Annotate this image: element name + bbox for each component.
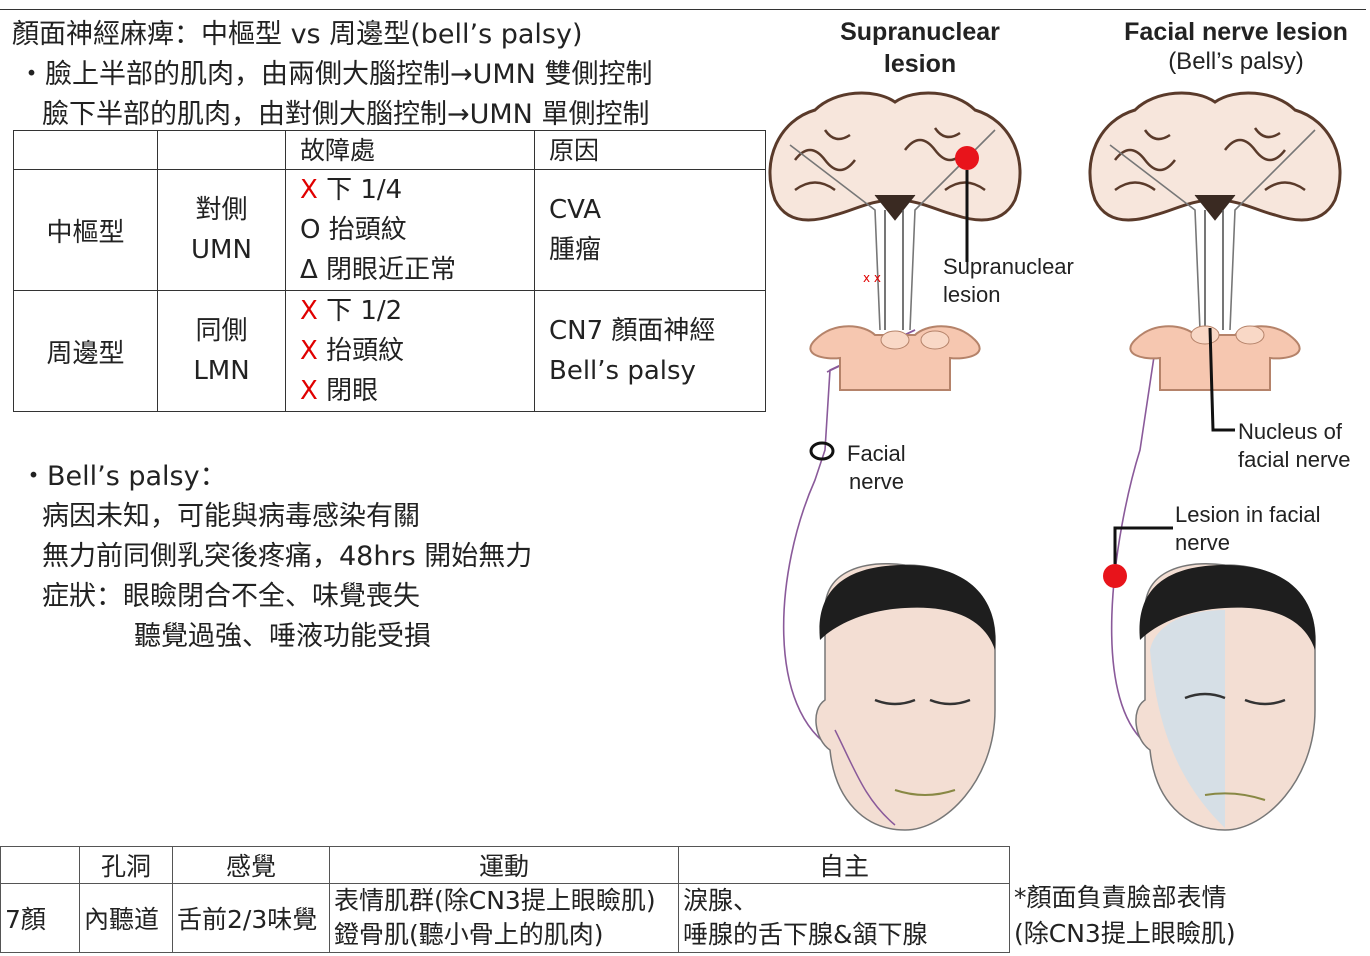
facial-note: *顏面負責臉部表情 (除CN3提上眼瞼肌) — [1014, 880, 1236, 952]
findings-cell: X 下 1/4 O 抬頭紋 Δ 閉眼近正常 — [285, 169, 535, 291]
bells-line-4: 聽覺過強、唾液功能受損 — [134, 621, 431, 652]
cn-header-cell — [0, 846, 80, 884]
label-lesion-1: Lesion in facial — [1175, 502, 1321, 527]
label-nucleus-1: Nucleus of — [1238, 419, 1342, 444]
bells-heading: ・Bell’s palsy： — [20, 461, 227, 492]
finding-text: 抬頭紋 — [320, 215, 407, 245]
cn-header-foramen: 孔洞 — [79, 846, 173, 884]
side-label: 對側 — [195, 195, 248, 225]
type-central: 中樞型 — [13, 169, 158, 291]
table-row-peripheral: 周邊型 同側 LMN X 下 1/2 X 抬頭紋 X 閉眼 CN7 顏面神經 B… — [13, 290, 766, 412]
side-cell: 同側 LMN — [157, 290, 286, 412]
finding-mark: X — [300, 376, 318, 406]
cn-header-motor: 運動 — [329, 846, 679, 884]
bullet-upper-face: ・臉上半部的肌肉，由兩側大腦控制→UMN 雙側控制 — [18, 59, 653, 90]
facial-palsy-illustration: Supranuclear lesion Facial nerve lesion … — [755, 10, 1367, 846]
finding-text: 抬頭紋 — [317, 336, 405, 366]
note-line-1: *顏面負責臉部表情 — [1014, 883, 1227, 912]
fig-left-title-1: Supranuclear — [840, 18, 1000, 46]
cn-autonomic-line: 淚腺、 — [683, 886, 759, 915]
header-cause: 原因 — [534, 130, 766, 170]
finding-line: O 抬頭紋 — [300, 210, 534, 250]
cn-name: 7顏 — [0, 883, 80, 953]
bells-line-2: 無力前同側乳突後疼痛，48hrs 開始無力 — [42, 541, 533, 572]
cause-cell: CVA 腫瘤 — [534, 169, 766, 291]
facial-nerve-marker — [809, 441, 835, 461]
facial-nerve-lesion-dot — [1103, 564, 1127, 588]
neuron-label: UMN — [191, 235, 252, 265]
bells-line-1: 病因未知，可能與病毒感染有關 — [42, 501, 420, 532]
finding-mark: Δ — [300, 255, 318, 285]
finding-line: X 抬頭紋 — [300, 331, 534, 371]
cause-line: Bell’s palsy — [549, 356, 696, 386]
right-face — [1135, 563, 1316, 831]
page-title: 顏面神經麻痺：中樞型 vs 周邊型(bell’s palsy) — [12, 19, 583, 50]
header-fault-site: 故障處 — [285, 130, 535, 170]
bells-line-3: 症狀：眼瞼閉合不全、味覺喪失 — [42, 581, 420, 612]
label-supranuclear-1: Supranuclear — [943, 254, 1074, 279]
type-peripheral: 周邊型 — [13, 290, 158, 412]
findings-cell: X 下 1/2 X 抬頭紋 X 閉眼 — [285, 290, 535, 412]
cause-line: CN7 顏面神經 — [549, 316, 716, 346]
side-label: 同側 — [195, 316, 248, 346]
table-row-central: 中樞型 對側 UMN X 下 1/4 O 抬頭紋 Δ 閉眼近正常 CVA 腫瘤 — [13, 169, 766, 291]
cn-header-autonomic: 自主 — [678, 846, 1010, 884]
finding-line: X 下 1/2 — [300, 291, 534, 331]
fig-left-title-2: lesion — [883, 50, 957, 78]
finding-mark: X — [300, 175, 318, 205]
x-mark-icon: x x — [863, 271, 881, 285]
header-cell — [157, 130, 286, 170]
finding-text: 閉眼 — [317, 376, 379, 406]
label-facial-nerve-2: nerve — [849, 469, 905, 494]
cn-row-facial: 7顏 內聽道 舌前2/3味覺 表情肌群(除CN3提上眼瞼肌) 鐙骨肌(聽小骨上的… — [0, 883, 1010, 953]
fig-right-subtitle: (Bell’s palsy) — [1168, 48, 1304, 75]
cranial-nerve-table: 孔洞 感覺 運動 自主 7顏 內聽道 舌前2/3味覺 表情肌群(除CN3提上眼瞼… — [0, 846, 1010, 953]
finding-mark: O — [300, 215, 321, 245]
fig-right-title: Facial nerve lesion — [1124, 18, 1348, 46]
cn-header-row: 孔洞 感覺 運動 自主 — [0, 846, 1010, 884]
supranuclear-lesion-dot — [955, 146, 979, 170]
cn-header-sensory: 感覺 — [172, 846, 330, 884]
cause-cell: CN7 顏面神經 Bell’s palsy — [534, 290, 766, 412]
label-supranuclear-2: lesion — [943, 282, 1001, 307]
finding-mark: X — [300, 336, 318, 366]
cn-motor-line: 表情肌群(除CN3提上眼瞼肌) — [334, 886, 656, 915]
left-brain — [768, 91, 1022, 222]
cn-autonomic-line: 唾腺的舌下腺&頷下腺 — [683, 920, 928, 949]
left-brainstem — [809, 325, 981, 391]
cause-line: 腫瘤 — [549, 235, 602, 265]
cn-motor-line: 鐙骨肌(聽小骨上的肌肉) — [334, 920, 604, 949]
note-line-2: (除CN3提上眼瞼肌) — [1014, 919, 1236, 948]
top-rule — [0, 9, 1366, 10]
right-brainstem — [1129, 325, 1301, 391]
right-pathways — [1109, 129, 1316, 751]
side-cell: 對側 UMN — [157, 169, 286, 291]
finding-text: 下 1/2 — [317, 296, 403, 326]
palsy-comparison-table: 故障處 原因 中樞型 對側 UMN X 下 1/4 O 抬頭紋 Δ 閉眼近正常 … — [13, 130, 766, 412]
finding-mark: X — [300, 296, 318, 326]
finding-text: 閉眼近正常 — [317, 255, 457, 285]
lesion-pointer — [1113, 526, 1173, 564]
cn-sensory: 舌前2/3味覺 — [172, 883, 330, 953]
cn-motor: 表情肌群(除CN3提上眼瞼肌) 鐙骨肌(聽小骨上的肌肉) — [329, 883, 679, 953]
neuron-label: LMN — [193, 356, 250, 386]
finding-line: X 下 1/4 — [300, 170, 534, 210]
cn-autonomic: 淚腺、 唾腺的舌下腺&頷下腺 — [678, 883, 1010, 953]
nucleus-pointer — [1208, 327, 1235, 432]
illustration-svg: x x — [768, 91, 1342, 831]
cn-foramen: 內聽道 — [79, 883, 173, 953]
label-lesion-2: nerve — [1175, 530, 1231, 555]
finding-text: 下 1/4 — [317, 175, 403, 205]
table-header-row: 故障處 原因 — [13, 130, 766, 170]
finding-line: X 閉眼 — [300, 371, 534, 411]
left-face — [815, 563, 996, 831]
cause-line: CVA — [549, 195, 602, 225]
label-facial-nerve-1: Facial — [847, 441, 906, 466]
bullet-lower-face: 臉下半部的肌肉，由對側大腦控制→UMN 單側控制 — [42, 99, 650, 130]
header-cell — [13, 130, 158, 170]
right-brain — [1088, 91, 1342, 222]
finding-line: Δ 閉眼近正常 — [300, 250, 534, 290]
label-nucleus-2: facial nerve — [1238, 447, 1351, 472]
